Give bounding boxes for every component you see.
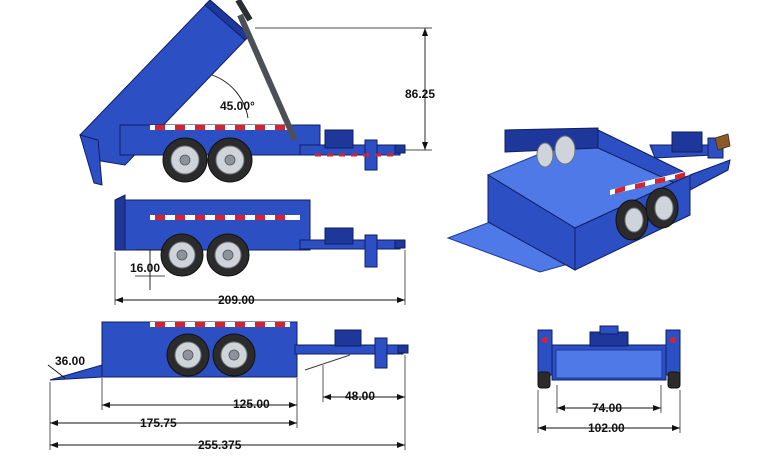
iso-wheel-front [615,199,649,241]
deck-length-label: 209.00 [218,293,255,307]
outer-width-label: 102.00 [588,421,625,435]
rear-left-tire [537,371,551,389]
tail-gate [79,134,103,186]
iso-wheel-rear [645,187,679,229]
dump-side-view: 45.00° 86.25 [79,0,435,186]
ramp-wheel-front [166,333,210,377]
rear-left-post [537,329,553,376]
angle-arc [211,74,249,119]
overall-length-ramp-label: 175.75 [140,416,177,430]
side-wheel-rear [206,233,250,277]
isometric-view [446,127,731,273]
iso-reflector-strip [610,170,690,195]
inner-width-label: 74.00 [592,401,622,415]
bed-length-label: 125.00 [233,397,270,411]
overall-length-label: 255.375 [198,438,242,452]
wheel-front [162,137,208,183]
ramp-angle-label: 36.00 [55,354,85,368]
hydraulic-cylinder [237,13,298,142]
dump-height-label: 86.25 [405,87,435,101]
rear-view: 74.00 102.00 [537,325,681,435]
wheel-rear [207,137,253,183]
rear-right-tire [667,371,681,389]
side-reflector-strip [155,215,285,220]
rear-right-post [665,329,681,376]
ramp-side-view: 36.00 125.00 48.00 175.75 255.375 [47,321,409,452]
ramp-reflector-strip [155,322,285,327]
side-view: 16.00 209.00 [114,194,406,307]
ground-clearance-label: 16.00 [130,261,160,275]
ramp-wheel-rear [212,333,256,377]
tongue-box [324,129,354,149]
dump-angle-label: 45.00° [220,99,255,113]
tongue-length-label: 48.00 [345,389,375,403]
reflector-strip [155,125,285,130]
side-wheel-front [160,233,204,277]
